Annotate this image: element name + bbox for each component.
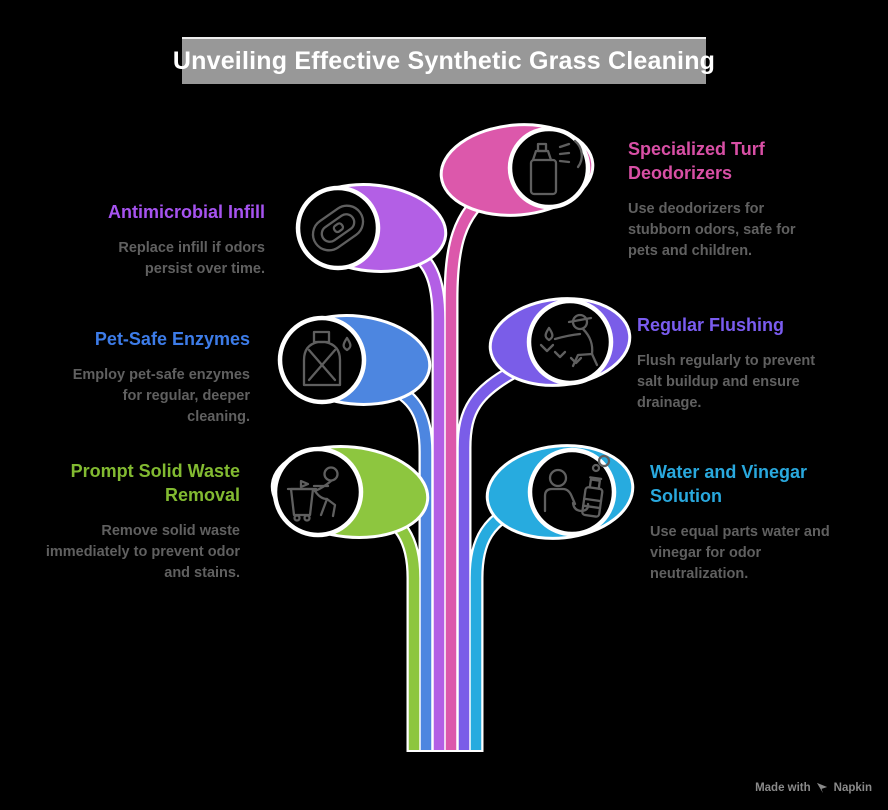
branch-title: Antimicrobial Infill xyxy=(107,202,265,222)
branch-text-vinegar: Water and Vinegar Solution Use equal par… xyxy=(650,461,850,585)
branch-text-infill: Antimicrobial Infill Replace infill if o… xyxy=(25,201,265,280)
icon-ring xyxy=(527,447,617,537)
branch-title: Water and Vinegar Solution xyxy=(650,462,808,506)
icon-ring xyxy=(295,185,381,271)
branch-body: Use deodorizers for stubborn odors, safe… xyxy=(628,200,796,259)
blob-deodorizers xyxy=(439,123,595,217)
enzyme-bottle-icon xyxy=(302,330,352,387)
spray-can-icon xyxy=(529,139,583,196)
title-banner: Unveiling Effective Synthetic Grass Clea… xyxy=(173,37,715,84)
watermark-brand: Napkin xyxy=(833,781,872,794)
branch-body: Replace infill if odors persist over tim… xyxy=(118,239,265,277)
page-title: Unveiling Effective Synthetic Grass Clea… xyxy=(172,47,716,75)
napkin-logo-icon xyxy=(816,782,827,794)
icon-ring xyxy=(526,298,614,386)
branch-body: Use equal parts water and vinegar for od… xyxy=(650,523,830,582)
blob-enzymes xyxy=(277,314,432,406)
person-bottle-icon xyxy=(543,454,611,518)
branch-body: Employ pet-safe enzymes for regular, dee… xyxy=(72,366,250,425)
branch-text-flushing: Regular Flushing Flush regularly to prev… xyxy=(637,314,837,414)
branch-title: Prompt Solid Waste Removal xyxy=(70,461,240,505)
watermark[interactable]: Made with Napkin xyxy=(755,781,872,794)
icon-ring xyxy=(277,315,367,405)
branch-text-deodorizers: Specialized Turf Deodorizers Use deodori… xyxy=(628,138,808,262)
icon-ring xyxy=(507,126,591,210)
flushing-watering-icon xyxy=(539,313,599,368)
branch-body: Remove solid waste immediately to preven… xyxy=(45,522,240,581)
waste-bin-person-icon xyxy=(286,466,339,522)
watermark-prefix: Made with xyxy=(755,781,811,794)
blob-waste xyxy=(270,445,430,539)
blob-flushing xyxy=(488,297,632,387)
infill-pad-icon xyxy=(311,204,365,252)
stem-flushing xyxy=(458,365,519,750)
branch-title: Regular Flushing xyxy=(637,315,785,335)
branch-body: Flush regularly to prevent salt buildup … xyxy=(637,352,816,411)
branch-text-waste: Prompt Solid Waste Removal Remove solid … xyxy=(0,460,240,584)
blob-infill xyxy=(295,183,448,273)
branch-text-enzymes: Pet-Safe Enzymes Employ pet-safe enzymes… xyxy=(10,328,250,428)
branch-title: Specialized Turf Deodorizers xyxy=(628,139,765,183)
icon-ring xyxy=(272,446,364,538)
branch-title: Pet-Safe Enzymes xyxy=(94,329,250,349)
blob-vinegar xyxy=(485,444,635,540)
